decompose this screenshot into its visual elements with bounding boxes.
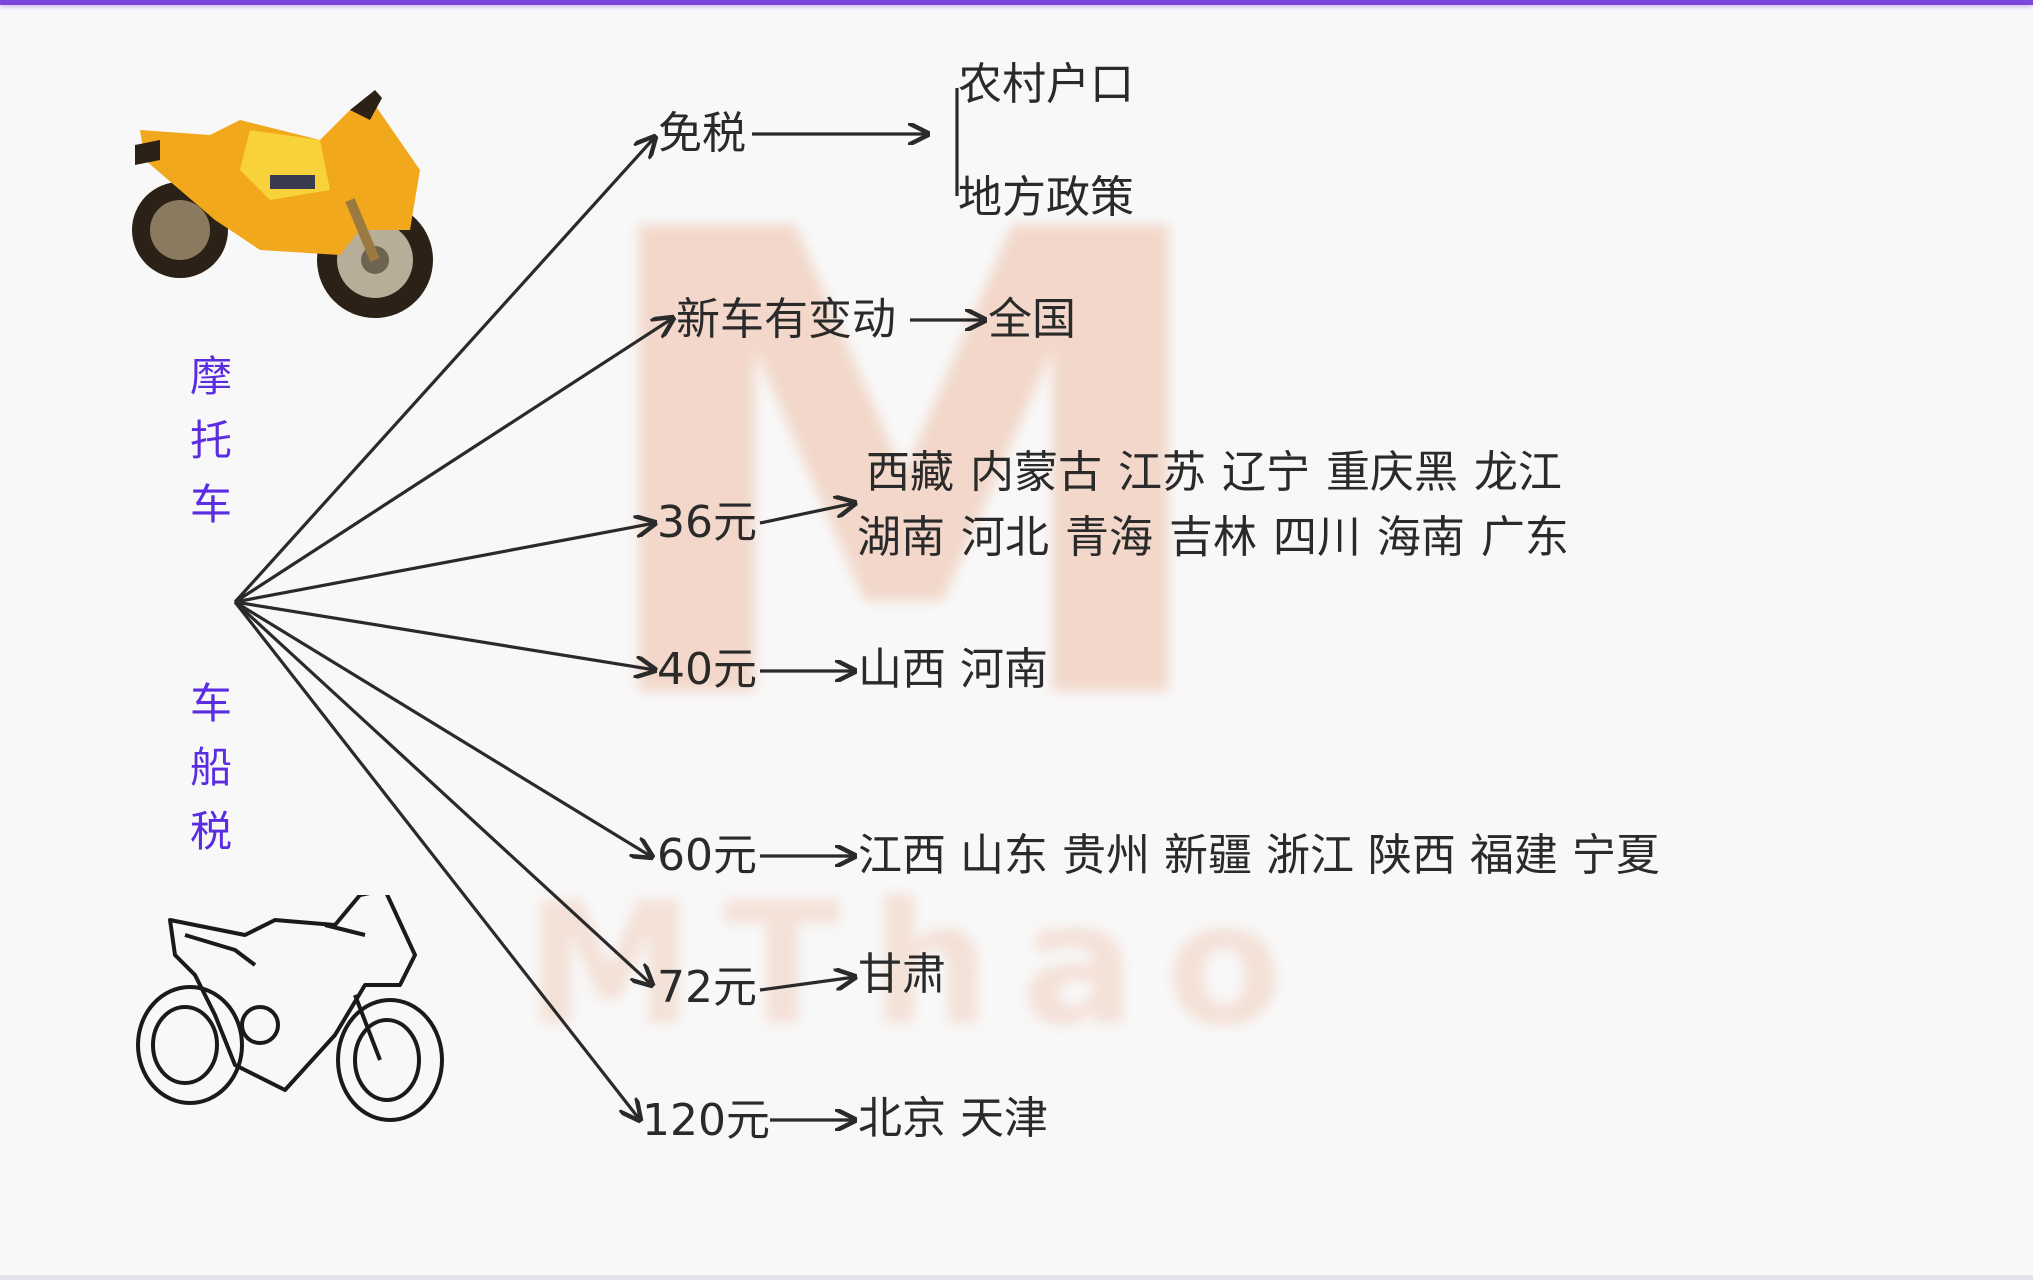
target-120: 北京 天津 (858, 1093, 1048, 1144)
branch-line-60 (234, 600, 652, 857)
label-36-yuan: 36元 (657, 497, 757, 548)
target-36-line2: 湖南 河北 青海 吉林 四川 海南 广东 (857, 512, 1569, 563)
target-40: 山西 河南 (858, 644, 1048, 695)
title-vehicle-tax: 车 船 税 (189, 679, 232, 856)
target-72: 甘肃 (858, 949, 946, 1000)
bottom-strip (0, 1275, 2033, 1280)
label-60-yuan: 60元 (657, 830, 757, 881)
yellow-motorcycle-icon (132, 90, 433, 318)
top-accent-bar (0, 0, 2033, 5)
target-nationwide: 全国 (988, 294, 1076, 345)
branch-line-120 (233, 601, 640, 1120)
branch-line-72 (233, 600, 652, 985)
arrow-72-targets (759, 977, 855, 992)
branch-line-36 (234, 523, 655, 604)
title-motorcycle: 摩 托 车 (189, 352, 232, 529)
target-36-line1: 西藏 内蒙古 江苏 辽宁 重庆黑 龙江 (866, 447, 1562, 498)
label-new-car-change: 新车有变动 (676, 294, 896, 345)
motorcycle-sketch-icon (136, 895, 444, 1122)
label-120-yuan: 120元 (642, 1095, 770, 1146)
label-tax-exempt: 免税 (658, 108, 746, 159)
label-40-yuan: 40元 (657, 644, 757, 695)
branch-line-newcar (234, 318, 673, 604)
label-72-yuan: 72元 (657, 962, 757, 1013)
branch-line-40 (234, 600, 655, 670)
target-local-policy: 地方政策 (958, 172, 1134, 223)
target-60: 江西 山东 贵州 新疆 浙江 陕西 福建 宁夏 (858, 830, 1660, 881)
target-rural-hukou: 农村户口 (958, 59, 1134, 110)
branch-line-exempt (233, 137, 655, 604)
arrow-36-targets (759, 503, 855, 525)
